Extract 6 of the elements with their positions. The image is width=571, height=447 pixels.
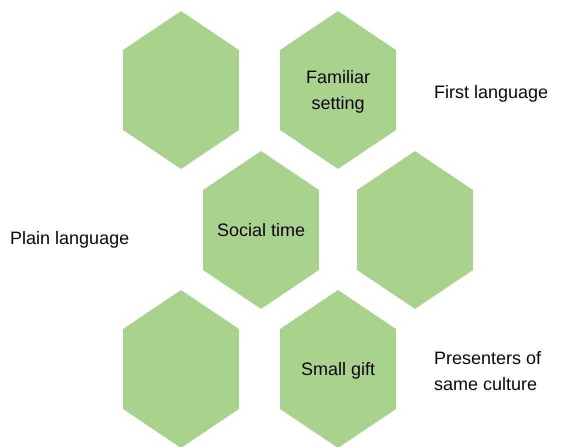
hexagon-label: Social time — [216, 219, 306, 242]
side-label: Presenters of same culture — [434, 347, 542, 396]
side-label: Plain language — [10, 227, 130, 250]
side-label: First language — [434, 81, 550, 104]
hexagon-label: Small gift — [300, 358, 376, 381]
hexagon-label: Familiar setting — [304, 66, 371, 115]
